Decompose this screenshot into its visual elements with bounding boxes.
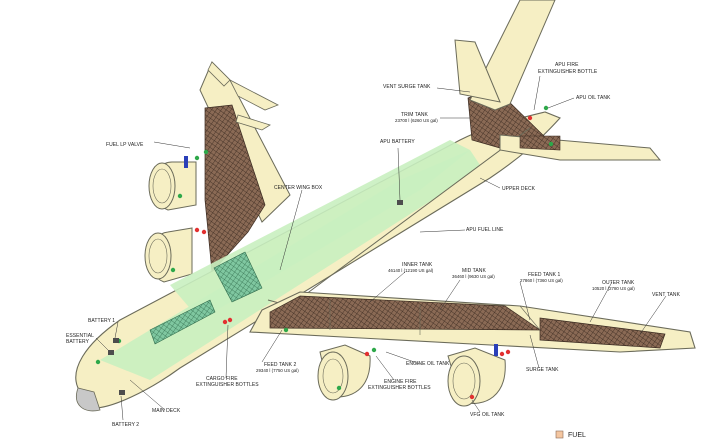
left-wing <box>249 291 696 353</box>
tail <box>454 0 662 161</box>
label-apu-fire-2: EXTINGUISHER BOTTLE <box>538 69 598 75</box>
label-feed-tank-1-capacity: 27860 l (7360 US gal) <box>520 278 563 283</box>
label-essential: ESSENTIAL <box>66 333 94 339</box>
label-feed-tank-2: FEED TANK 2 <box>264 362 296 368</box>
label-mid-tank-capacity: 36460 l (9630 US gal) <box>452 274 495 279</box>
left-wing-outer-tanks <box>539 317 666 349</box>
label-outer-tank: OUTER TANK <box>602 280 635 286</box>
label-inner-tank: INNER TANK <box>402 262 433 268</box>
label-feed-tank-2-capacity: 29340 l (7750 US gal) <box>256 368 299 373</box>
label-inner-tank-capacity: 46140 l (12190 US gal) <box>388 268 434 273</box>
essential-battery-icon <box>108 350 114 355</box>
label-engine-fire: ENGINE FIRE <box>384 379 417 385</box>
label-engine-fire-bottles: EXTINGUISHER BOTTLES <box>368 385 431 391</box>
fuselage <box>75 87 561 412</box>
apu-battery-icon <box>397 200 403 205</box>
left-wing-inner-tanks <box>269 295 542 331</box>
label-surge-tank: SURGE TANK <box>526 367 559 373</box>
label-center-wing-box: CENTER WING BOX <box>274 185 323 191</box>
label-apu-fuel-line: APU FUEL LINE <box>466 227 504 233</box>
label-cargo-fire: CARGO FIRE <box>206 376 238 382</box>
nose-radome <box>76 387 101 412</box>
label-vfg-oil-tank: VFG OIL TANK <box>470 412 505 418</box>
battery-2-icon <box>119 390 125 395</box>
engine-2 <box>317 344 371 401</box>
batteries <box>108 200 403 395</box>
label-cargo-fire-bottles: EXTINGUISHER BOTTLES <box>196 382 259 388</box>
label-battery-1: BATTERY 1 <box>88 318 115 324</box>
legend-fuel-swatch <box>555 430 564 439</box>
label-feed-tank-1: FEED TANK 1 <box>528 272 560 278</box>
label-apu-oil-tank: APU OIL TANK <box>576 95 611 101</box>
engine-3 <box>148 156 197 211</box>
label-engine-oil-tank: ENGINE OIL TANK <box>406 361 450 367</box>
fuel-lp-valve-engine1-icon <box>494 344 498 356</box>
legend-fuel-label: FUEL <box>568 432 586 439</box>
label-mid-tank: MID TANK <box>462 268 486 274</box>
label-outer-tank-capacity: 10520 l (2780 US gal) <box>592 286 635 291</box>
legend: FUEL <box>555 430 586 439</box>
label-battery-2: BATTERY 2 <box>112 422 139 428</box>
engine-4 <box>144 227 193 283</box>
label-vent-tank: VENT TANK <box>652 292 681 298</box>
label-essential-battery: BATTERY <box>66 339 90 345</box>
right-wing-fuel-tanks <box>204 104 266 273</box>
label-upper-deck: UPPER DECK <box>502 186 536 192</box>
label-fuel-lp-valve: FUEL LP VALVE <box>106 142 144 148</box>
center-wing-box <box>213 251 263 303</box>
leader-lines <box>95 75 667 421</box>
callout-labels: VENT SURGE TANK APU FIRE EXTINGUISHER BO… <box>66 62 681 428</box>
label-trim-tank: TRIM TANK <box>401 112 429 118</box>
avionics-rack <box>149 299 216 345</box>
label-trim-tank-capacity: 23700 l (6260 US gal) <box>395 118 438 123</box>
battery-1-icon <box>113 338 119 343</box>
label-vent-surge-tank: VENT SURGE TANK <box>383 84 431 90</box>
right-wing <box>199 61 291 273</box>
label-main-deck: MAIN DECK <box>152 408 181 414</box>
fuel-lp-valve-icon <box>184 156 188 168</box>
label-apu-battery: APU BATTERY <box>380 139 415 145</box>
engine-1 <box>447 344 506 407</box>
label-apu-fire-1: APU FIRE <box>555 62 579 68</box>
